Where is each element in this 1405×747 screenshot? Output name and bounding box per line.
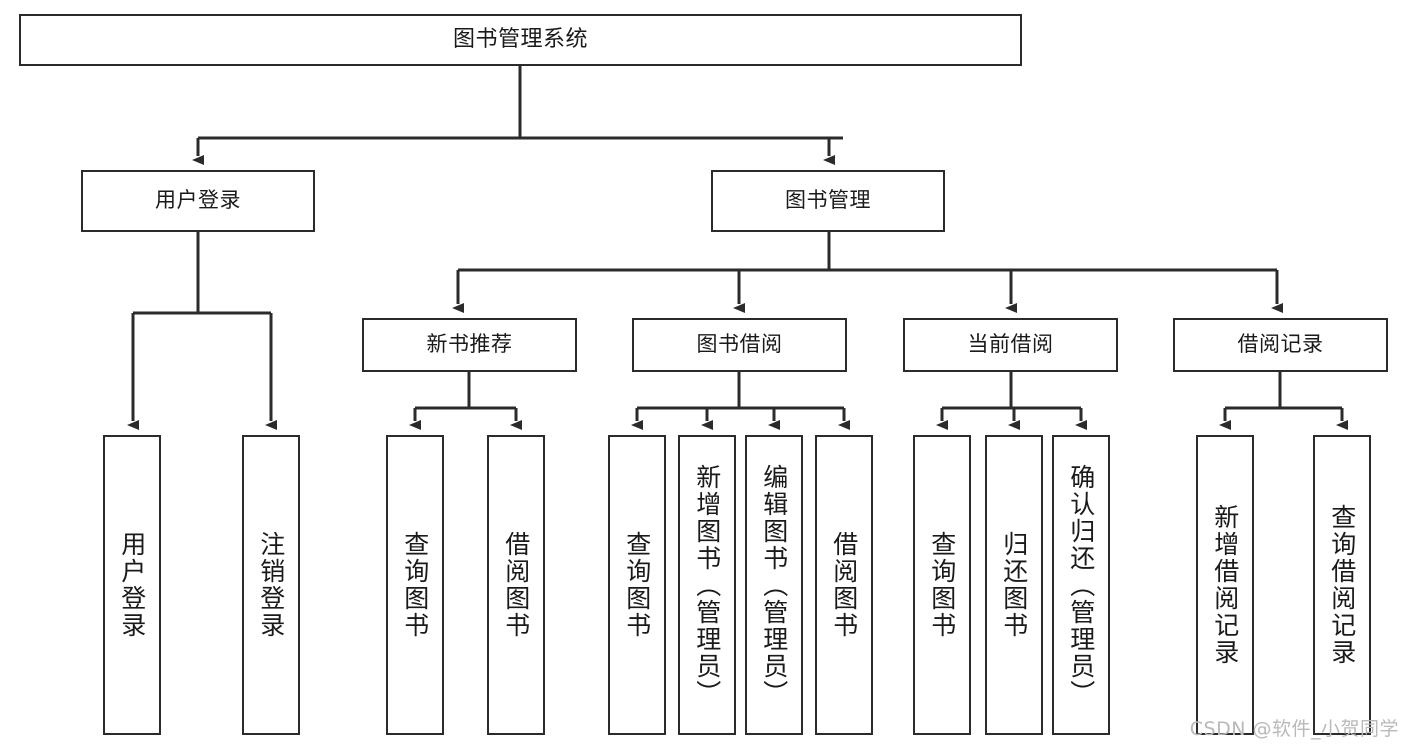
node-borrow-record[interactable]: 借阅记录	[1173, 318, 1388, 372]
node-leaf-add-record[interactable]: 新增借阅记录	[1196, 435, 1254, 735]
node-leaf-borrow-book-2[interactable]: 借阅图书	[815, 435, 873, 735]
node-book-manage[interactable]: 图书管理	[711, 170, 945, 232]
node-leaf-query-book-1-label: 查询图书	[400, 531, 430, 639]
node-leaf-user-login[interactable]: 用户登录	[103, 435, 161, 735]
node-user-login[interactable]: 用户登录	[81, 170, 315, 232]
node-new-book-rec-label: 新书推荐	[426, 332, 513, 357]
node-leaf-borrow-book-1[interactable]: 借阅图书	[487, 435, 545, 735]
node-leaf-logout[interactable]: 注销登录	[242, 435, 300, 735]
node-new-book-rec[interactable]: 新书推荐	[362, 318, 577, 372]
node-leaf-edit-book-label: 编辑图书（管理员）	[759, 463, 789, 707]
node-leaf-query-book-1[interactable]: 查询图书	[386, 435, 444, 735]
node-leaf-query-book-2-label: 查询图书	[622, 531, 652, 639]
node-leaf-query-record-label: 查询借阅记录	[1327, 504, 1357, 666]
node-current-borrow-label: 当前借阅	[967, 332, 1054, 357]
node-user-login-label: 用户登录	[155, 188, 241, 213]
node-leaf-return-book[interactable]: 归还图书	[985, 435, 1043, 735]
node-leaf-query-book-3[interactable]: 查询图书	[913, 435, 971, 735]
node-leaf-add-record-label: 新增借阅记录	[1210, 504, 1240, 666]
node-leaf-confirm-return-label: 确认归还（管理员）	[1066, 463, 1096, 707]
node-leaf-query-record[interactable]: 查询借阅记录	[1313, 435, 1371, 735]
node-leaf-borrow-book-1-label: 借阅图书	[501, 531, 531, 639]
node-leaf-confirm-return[interactable]: 确认归还（管理员）	[1052, 435, 1110, 735]
node-leaf-logout-label: 注销登录	[256, 531, 286, 639]
node-borrow-record-label: 借阅记录	[1237, 332, 1324, 357]
node-leaf-add-book-label: 新增图书（管理员）	[692, 463, 722, 707]
node-leaf-edit-book[interactable]: 编辑图书（管理员）	[745, 435, 803, 735]
node-leaf-query-book-2[interactable]: 查询图书	[608, 435, 666, 735]
csdn-watermark: CSDN @软件_小贺同学	[1189, 718, 1399, 740]
node-book-borrow-label: 图书借阅	[696, 332, 783, 357]
node-leaf-add-book[interactable]: 新增图书（管理员）	[678, 435, 736, 735]
node-leaf-borrow-book-2-label: 借阅图书	[829, 531, 859, 639]
node-book-manage-label: 图书管理	[785, 188, 871, 213]
node-book-borrow[interactable]: 图书借阅	[632, 318, 847, 372]
node-leaf-return-book-label: 归还图书	[999, 531, 1029, 639]
node-leaf-query-book-3-label: 查询图书	[927, 531, 957, 639]
node-current-borrow[interactable]: 当前借阅	[903, 318, 1118, 372]
node-leaf-user-login-label: 用户登录	[117, 531, 147, 639]
node-root[interactable]: 图书管理系统	[19, 14, 1022, 66]
node-root-label: 图书管理系统	[452, 26, 588, 52]
